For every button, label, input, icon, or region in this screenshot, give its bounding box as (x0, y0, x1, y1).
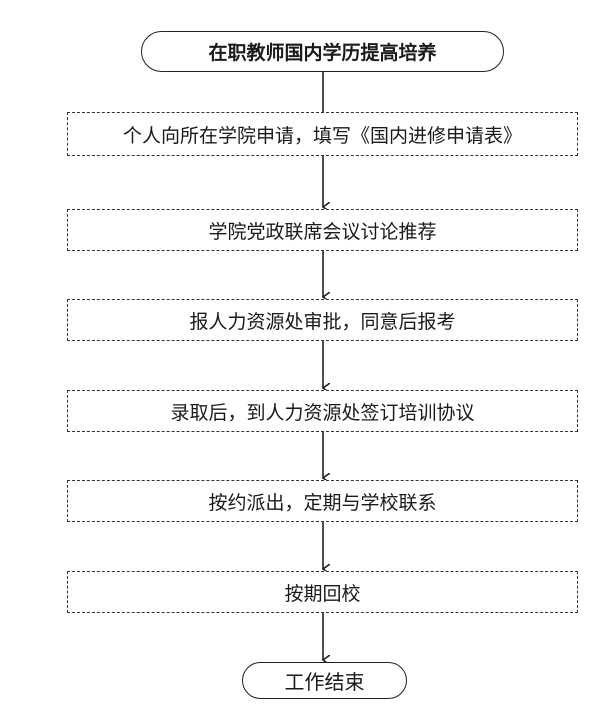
process-step-1: 个人向所在学院申请，填写《国内进修申请表》 (67, 112, 578, 156)
process-step-3: 报人力资源处审批，同意后报考 (67, 299, 578, 341)
end-label: 工作结束 (284, 670, 365, 694)
step-5-label: 按约派出，定期与学校联系 (208, 491, 437, 514)
start-terminal: 在职教师国内学历提高培养 (141, 31, 504, 72)
step-1-label: 个人向所在学院申请，填写《国内进修申请表》 (122, 124, 522, 147)
process-step-2: 学院党政联席会议讨论推荐 (67, 209, 578, 251)
step-4-label: 录取后，到人力资源处签订培训协议 (170, 401, 475, 424)
step-3-label: 报人力资源处审批，同意后报考 (189, 310, 456, 333)
process-step-4: 录取后，到人力资源处签订培训协议 (67, 390, 578, 432)
process-step-6: 按期回校 (67, 571, 578, 613)
start-label: 在职教师国内学历提高培养 (208, 42, 437, 64)
step-2-label: 学院党政联席会议讨论推荐 (208, 220, 437, 243)
step-6-label: 按期回校 (284, 582, 361, 605)
process-step-5: 按约派出，定期与学校联系 (67, 480, 578, 522)
end-terminal: 工作结束 (242, 662, 407, 699)
